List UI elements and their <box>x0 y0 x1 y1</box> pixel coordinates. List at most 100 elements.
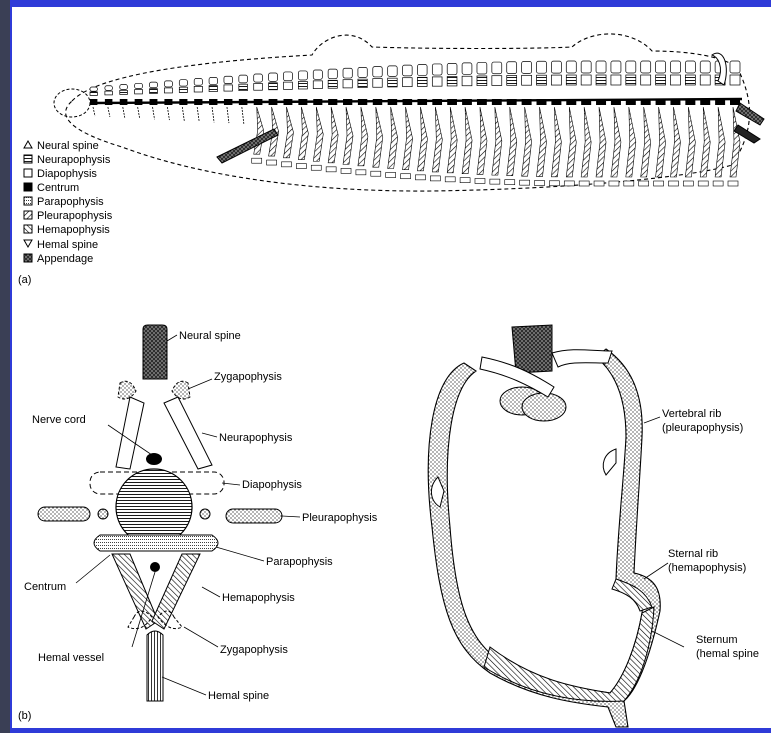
rib-faint <box>212 107 214 122</box>
hemal-segment <box>326 167 336 172</box>
neural-arch <box>417 77 427 86</box>
vertebra-segment <box>624 61 636 186</box>
rib-faint <box>167 107 169 120</box>
legend-item-centrum: Centrum <box>24 182 79 194</box>
neural-spine-cap <box>388 66 398 77</box>
centrum-block <box>388 99 398 105</box>
rib <box>581 107 591 177</box>
label-parapophysis: Parapophysis <box>266 556 333 568</box>
rib <box>254 107 264 154</box>
neural-spine-cap <box>656 61 666 73</box>
rib <box>447 107 457 173</box>
neural-arch <box>537 75 547 85</box>
legend-item-pleurapophysis: Pleurapophysis <box>24 210 113 222</box>
neural-arch <box>313 81 322 89</box>
rib <box>670 107 680 177</box>
rib-faint <box>123 107 125 118</box>
centrum-block <box>715 99 725 105</box>
neural-arch <box>164 88 172 93</box>
centrum-block <box>358 99 367 105</box>
neural-spine-cap <box>685 61 695 73</box>
hemal-segment <box>371 171 381 176</box>
centrum-block <box>656 99 666 105</box>
vertebra-segment <box>564 61 576 186</box>
vertebra-segment <box>490 62 502 184</box>
rib-faint <box>227 107 229 123</box>
rib <box>417 107 427 171</box>
left-edge-bar <box>0 0 10 733</box>
hemal-segment <box>564 181 574 186</box>
hemal-segment <box>311 165 321 170</box>
rib <box>462 107 472 174</box>
centrum-block <box>566 99 576 105</box>
svg-text:Hemapophysis: Hemapophysis <box>37 224 110 236</box>
label-sternal-rib: Sternal rib <box>668 548 718 560</box>
rib <box>566 107 576 177</box>
vertebra-segment <box>668 61 680 186</box>
centrum-block <box>522 99 532 105</box>
legend-item-diapophysis: Diapophysis <box>24 168 97 180</box>
centrum-block <box>150 99 158 105</box>
rib-faint <box>242 107 244 124</box>
vertebra-segment <box>698 61 710 186</box>
neural-arch <box>254 83 263 90</box>
neural-spine-cap <box>254 74 263 82</box>
neural-spine-cap <box>150 82 158 88</box>
hemal-segment <box>654 181 664 186</box>
neural-arch <box>700 75 710 85</box>
centrum-block <box>209 99 217 105</box>
rib-centrum-2 <box>522 393 566 421</box>
rib-faint <box>93 107 95 116</box>
rib-transverse-process <box>552 350 612 367</box>
neural-spine-cap <box>194 79 202 86</box>
neural-arch <box>283 82 292 89</box>
centrum-block <box>611 99 621 105</box>
hemal-segment <box>430 176 440 181</box>
sternum-band <box>484 607 654 701</box>
vertebra-segment <box>326 69 338 172</box>
rib <box>685 107 695 177</box>
rib <box>656 107 666 177</box>
hemal-segment <box>624 181 634 186</box>
label-neurapophysis: Neurapophysis <box>219 432 293 444</box>
neural-spine-cap <box>522 61 532 73</box>
svg-text:Parapophysis: Parapophysis <box>37 196 104 208</box>
neural-spine-cap <box>596 61 606 73</box>
hemal-segment <box>460 178 470 183</box>
hemal-segment <box>713 181 723 186</box>
hemal-segment <box>386 173 396 178</box>
neural-arch <box>670 75 680 85</box>
neural-arch <box>209 86 217 92</box>
rib <box>358 107 368 166</box>
neural-arch <box>492 76 502 86</box>
parapophysis-shape <box>94 535 218 551</box>
centrum-block <box>507 99 517 105</box>
centrum-block <box>373 99 382 105</box>
vertebra-segment <box>535 61 547 185</box>
neural-arch <box>150 89 158 94</box>
hemal-segment <box>579 181 589 186</box>
hemal-segment <box>683 181 693 186</box>
neural-arch <box>566 75 576 85</box>
rib <box>283 107 293 158</box>
neural-arch <box>551 75 561 85</box>
centrum-block <box>224 99 232 105</box>
skeleton-illustration <box>54 34 764 191</box>
neural-arch <box>522 75 532 85</box>
centrum-block <box>269 99 278 105</box>
vertebra-segment <box>579 61 591 186</box>
rib-spur-right <box>603 449 616 475</box>
neural-arch <box>477 76 487 86</box>
centrum-block <box>313 99 322 105</box>
rib <box>626 107 636 177</box>
zygapophysis-left <box>118 381 136 399</box>
hemal-spine-shape <box>147 631 163 701</box>
vertebra-segment <box>105 86 113 117</box>
hemal-segment <box>505 180 515 185</box>
neural-spine-cap <box>269 73 278 81</box>
centrum-block <box>179 99 187 105</box>
rib <box>373 107 383 167</box>
vertebra-segment <box>194 79 202 122</box>
centrum-block <box>239 99 248 105</box>
